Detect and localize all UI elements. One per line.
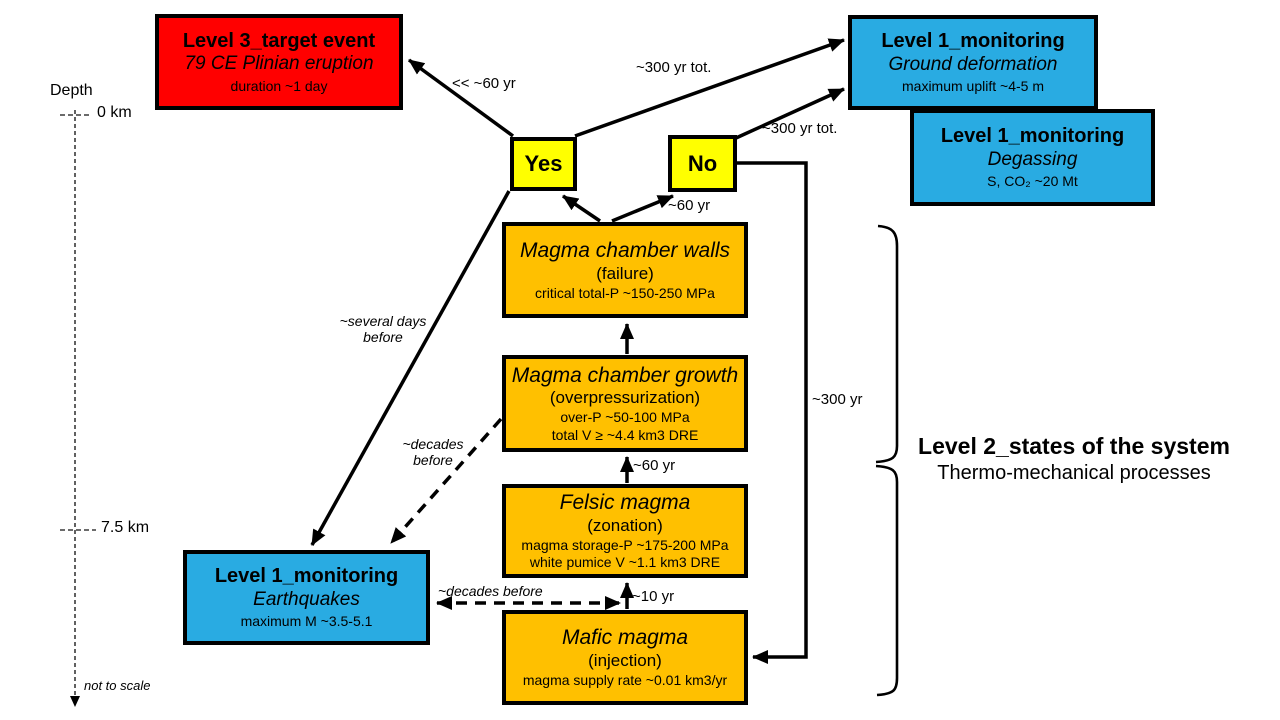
label-decades-before-horizontal: ~decades before <box>438 583 543 599</box>
label-yes-to-gd: ~300 yr tot. <box>636 59 712 76</box>
ground-deformation-box: Level 1_monitoring Ground deformation ma… <box>848 15 1098 110</box>
arrow-yes-to-earthquakes <box>310 190 511 546</box>
label-decades-diag-line2: before <box>413 452 453 468</box>
earthquakes-title: Level 1_monitoring <box>214 565 399 588</box>
level2-caption: Level 2_states of the system Thermo-mech… <box>898 433 1250 485</box>
mafic-title: Mafic magma <box>561 626 689 650</box>
label-no-to-gd: ~300 yr tot. <box>762 120 838 137</box>
label-decades-before-diagonal: ~decades before <box>402 436 463 468</box>
ground-deformation-title: Level 1_monitoring <box>881 30 1065 53</box>
level2-bracket <box>875 224 899 697</box>
target-event-subtitle: 79 CE Plinian eruption <box>184 53 374 75</box>
level2-subtitle: Thermo-mechanical processes <box>937 461 1211 484</box>
walls-subtitle: (failure) <box>596 263 654 283</box>
ground-deformation-detail: maximum uplift ~4-5 m <box>902 78 1044 95</box>
label-yes-to-target: << ~60 yr <box>452 75 516 92</box>
depth-axis-label: Depth <box>50 82 93 99</box>
label-injection-time: ~10 yr <box>632 588 675 605</box>
label-growth-time: ~60 yr <box>633 457 676 474</box>
depth-tick-7-5km: 7.5 km <box>101 519 150 536</box>
arrow-walls-to-no <box>611 194 674 223</box>
degassing-subtitle: Degassing <box>987 148 1078 170</box>
label-decades-diag-line1: ~decades <box>402 436 464 452</box>
arrow-yes-to-target-event <box>407 58 515 138</box>
target-event-title: Level 3_target event <box>182 29 376 52</box>
earthquakes-box: Level 1_monitoring Earthquakes maximum M… <box>183 550 430 645</box>
mafic-magma-box: Mafic magma (injection) magma supply rat… <box>502 610 748 705</box>
no-box: No <box>668 135 737 192</box>
magma-chamber-walls-box: Magma chamber walls (failure) critical t… <box>502 222 748 318</box>
degassing-detail: S, CO₂ ~20 Mt <box>987 173 1078 190</box>
label-recycle-time: ~300 yr <box>812 391 863 408</box>
growth-title: Magma chamber growth <box>511 363 739 387</box>
felsic-detail2: white pumice V ~1.1 km3 DRE <box>529 554 721 571</box>
ground-deformation-subtitle: Ground deformation <box>888 53 1058 75</box>
degassing-box: Level 1_monitoring Degassing S, CO₂ ~20 … <box>910 109 1155 206</box>
mafic-subtitle: (injection) <box>588 651 662 671</box>
label-decision-time: ~60 yr <box>668 197 711 214</box>
target-event-box: Level 3_target event 79 CE Plinian erupt… <box>155 14 403 110</box>
mafic-detail: magma supply rate ~0.01 km3/yr <box>522 672 728 689</box>
growth-detail: over-P ~50-100 MPa <box>560 409 690 426</box>
target-event-detail: duration ~1 day <box>230 77 328 94</box>
degassing-title: Level 1_monitoring <box>940 125 1125 148</box>
magma-chamber-growth-box: Magma chamber growth (overpressurization… <box>502 355 748 452</box>
earthquakes-detail: maximum M ~3.5-5.1 <box>240 613 373 630</box>
felsic-magma-box: Felsic magma (zonation) magma storage-P … <box>502 484 748 578</box>
label-several-days-line2: before <box>363 329 403 345</box>
yes-box: Yes <box>510 137 577 191</box>
arrow-walls-to-yes <box>562 194 601 223</box>
felsic-detail: magma storage-P ~175-200 MPa <box>521 536 729 553</box>
felsic-subtitle: (zonation) <box>587 515 663 535</box>
depth-tick-0km: 0 km <box>97 104 132 121</box>
label-several-days-before: ~several days before <box>340 313 427 345</box>
earthquakes-subtitle: Earthquakes <box>253 588 360 610</box>
felsic-title: Felsic magma <box>559 491 691 515</box>
growth-subtitle: (overpressurization) <box>549 388 701 408</box>
not-to-scale-note: not to scale <box>84 678 151 693</box>
walls-detail: critical total-P ~150-250 MPa <box>535 284 715 301</box>
growth-detail2: total V ≥ ~4.4 km3 DRE <box>551 426 699 443</box>
label-several-days-line1: ~several days <box>339 313 427 329</box>
depth-axis-line <box>60 110 96 697</box>
level2-title: Level 2_states of the system <box>918 433 1230 459</box>
depth-axis-arrowhead-icon <box>70 696 80 707</box>
walls-title: Magma chamber walls <box>519 238 731 262</box>
